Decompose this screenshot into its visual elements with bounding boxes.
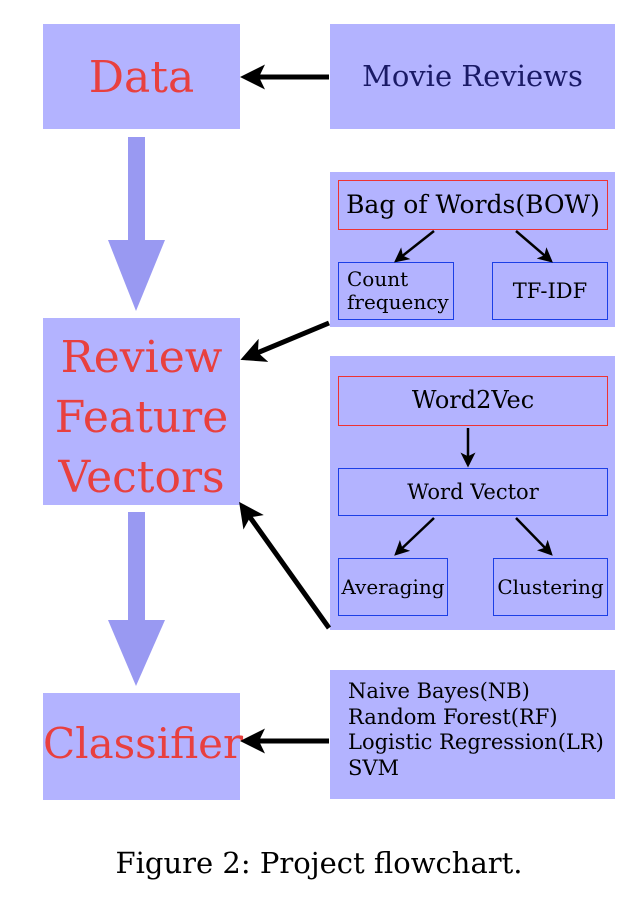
classifier-item-nb: Naive Bayes(NB) (348, 679, 530, 703)
arrow-wordvector-to-averaging (394, 517, 435, 556)
classifiers-list: Naive Bayes(NB) Random Forest(RF) Logist… (348, 679, 604, 781)
review-label-line-3: Vectors (58, 452, 225, 503)
classifiers-panel: Naive Bayes(NB) Random Forest(RF) Logist… (330, 670, 615, 799)
arrow-bow-to-count (394, 230, 435, 263)
count-frequency-label: Count frequency (347, 268, 449, 314)
word2vec-panel: Word2Vec Word Vector Averaging Clusterin… (330, 356, 615, 630)
count-frequency-line-2: frequency (347, 290, 449, 314)
count-frequency-box: Count frequency (338, 262, 454, 320)
classifier-item-rf: Random Forest(RF) (348, 704, 558, 729)
averaging-label: Averaging (341, 574, 445, 599)
arrow-word2vec-to-features (239, 501, 332, 630)
bow-title-box: Bag of Words(BOW) (338, 180, 608, 230)
word-vector-box: Word Vector (338, 468, 608, 516)
count-frequency-line-1: Count (347, 267, 409, 291)
tfidf-label: TF-IDF (512, 278, 588, 303)
data-node: Data (43, 24, 240, 129)
classifier-label: Classifier (43, 719, 244, 768)
classifier-item-svm: SVM (348, 755, 400, 780)
tfidf-box: TF-IDF (492, 262, 608, 320)
arrow-bow-to-tfidf (515, 230, 553, 263)
review-label-line-1: Review (60, 332, 223, 383)
classifier-node: Classifier (43, 693, 244, 800)
arrow-bow-to-features (240, 320, 330, 362)
review-feature-vectors-node: Review Feature Vectors (43, 318, 240, 505)
arrow-wordvector-to-clustering (515, 517, 553, 556)
clustering-label: Clustering (497, 574, 604, 599)
big-arrow-features-to-classifier (108, 512, 165, 686)
data-label: Data (88, 52, 195, 103)
word2vec-title: Word2Vec (411, 386, 535, 415)
bow-title: Bag of Words(BOW) (346, 189, 600, 219)
movie-reviews-node: Movie Reviews (330, 24, 615, 129)
figure-caption: Figure 2: Project flowchart. (115, 846, 523, 880)
review-label-line-2: Feature (54, 392, 229, 443)
word-vector-label: Word Vector (407, 479, 539, 504)
averaging-box: Averaging (338, 558, 448, 616)
movie-reviews-label: Movie Reviews (362, 59, 583, 93)
bow-panel: Bag of Words(BOW) Count frequency TF-IDF (330, 172, 615, 327)
classifier-item-lr: Logistic Regression(LR) (348, 730, 604, 755)
word2vec-title-box: Word2Vec (338, 376, 608, 426)
clustering-box: Clustering (493, 558, 608, 616)
big-arrow-data-to-features (108, 137, 165, 311)
